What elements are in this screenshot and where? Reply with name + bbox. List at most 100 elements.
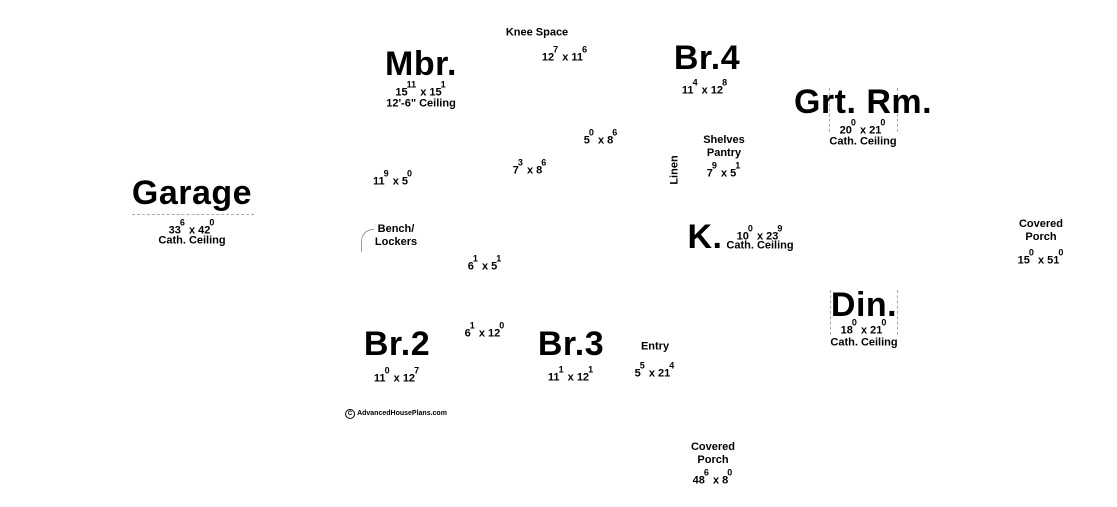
grt-rm-marker xyxy=(829,88,830,132)
room-name-line: Covered xyxy=(690,441,736,453)
dimension-feet: 8 xyxy=(536,164,543,177)
room-name-br2: Br.2 xyxy=(364,326,430,362)
dimension-inches: 0 xyxy=(747,223,753,234)
dimension-feet: 12 xyxy=(576,371,590,384)
dimension-separator: x xyxy=(389,175,402,188)
dimension-inches: 4 xyxy=(669,360,675,371)
dimension-separator: x xyxy=(559,51,572,64)
room-name-line: Br.3 xyxy=(537,325,605,363)
dimension-feet: 11 xyxy=(681,84,694,97)
dimension-feet: 11 xyxy=(373,372,386,385)
dimension-separator: x xyxy=(645,367,659,380)
room-name-mbr: Mbr. xyxy=(385,46,457,82)
dimension-separator: x xyxy=(698,84,711,97)
dimension-feet: 11 xyxy=(372,175,385,188)
room-ceiling-note-grt: Cath. Ceiling xyxy=(829,135,897,148)
dimension-separator: x xyxy=(185,224,199,237)
dimension-inches: 1 xyxy=(735,160,741,171)
copyright-text: AdvancedHousePlans.com xyxy=(357,410,447,417)
dimension-inches: 4 xyxy=(692,77,698,88)
dimension-feet: 23 xyxy=(766,230,779,243)
room-dimensions-entry: 55 x 214 xyxy=(635,361,676,380)
room-dimensions-porch-bottom: 486 x 80 xyxy=(693,468,734,487)
room-dimensions-porch-right: 150 x 510 xyxy=(1018,248,1065,267)
room-name-din: Din. xyxy=(831,287,897,323)
dimension-inches: 9 xyxy=(777,223,783,234)
dimension-inches: 0 xyxy=(881,317,887,328)
dimension-inches: 0 xyxy=(407,168,413,179)
dimension-feet: 12 xyxy=(488,327,501,340)
dimension-inches: 11 xyxy=(406,79,417,90)
room-name-line: Covered xyxy=(1018,218,1064,230)
room-dimensions-pantry: 79 x 51 xyxy=(707,161,742,180)
dimension-inches: 1 xyxy=(472,253,478,264)
dimension-inches: 9 xyxy=(383,168,389,179)
dimension-feet: 48 xyxy=(692,474,705,487)
dimension-feet: 18 xyxy=(840,324,853,337)
room-dimensions-br4: 114 x 128 xyxy=(682,78,728,97)
room-ceiling-note-din: Cath. Ceiling xyxy=(830,336,898,349)
room-name-line: Entry xyxy=(640,340,670,353)
dimension-feet: 21 xyxy=(870,324,883,337)
dimension-feet: 5 xyxy=(491,260,498,273)
dimension-inches: 6 xyxy=(179,217,185,228)
room-ceiling-note-mbr: 12'-6" Ceiling xyxy=(386,97,456,110)
room-name-line: Porch xyxy=(1025,231,1057,243)
dimension-feet: 7 xyxy=(706,167,713,180)
dimension-inches: 1 xyxy=(440,79,446,90)
room-dimensions-laundry: 119 x 50 xyxy=(373,169,413,188)
room-name-br4: Br.4 xyxy=(674,40,740,76)
dimension-inches: 1 xyxy=(496,253,502,264)
dimension-feet: 15 xyxy=(1017,254,1030,267)
dimension-inches: 0 xyxy=(588,127,594,138)
room-dimensions-grt: 200 x 210 xyxy=(840,118,887,137)
dimension-feet: 5 xyxy=(401,175,408,188)
dimension-inches: 1 xyxy=(588,364,594,375)
dimension-inches: 0 xyxy=(1028,247,1034,258)
bench-leader-line xyxy=(361,229,374,252)
dimension-inches: 9 xyxy=(711,160,717,171)
dimension-separator: x xyxy=(753,230,767,243)
dimension-inches: 0 xyxy=(1058,247,1064,258)
dimension-separator: x xyxy=(390,372,403,385)
room-name-line: Br.4 xyxy=(673,39,741,77)
room-name-line: Knee Space xyxy=(505,26,569,39)
dimension-inches: 0 xyxy=(850,117,856,128)
room-name-line: Bench/ xyxy=(377,223,415,235)
room-dimensions-bath2: 73 x 86 xyxy=(513,158,548,177)
dimension-feet: 10 xyxy=(736,230,749,243)
room-name-line: Br.2 xyxy=(363,325,431,363)
dimension-feet: 7 xyxy=(512,164,519,177)
room-dimensions-br3: 111 x 121 xyxy=(548,365,594,384)
room-name-line: Din. xyxy=(830,286,898,324)
dimension-feet: 11 xyxy=(547,371,560,384)
dimension-feet: 20 xyxy=(839,124,852,137)
dimension-inches: 1 xyxy=(469,320,475,331)
dimension-feet: 33 xyxy=(168,224,181,237)
dimension-separator: x xyxy=(857,324,871,337)
room-name-grt: Grt. Rm. xyxy=(794,84,932,120)
din-marker xyxy=(830,290,831,335)
room-dimensions-bath1: 50 x 86 xyxy=(584,128,619,147)
room-name-entry: Entry xyxy=(641,341,669,354)
linen-label: Linen xyxy=(668,155,681,185)
dimension-inches: 6 xyxy=(541,157,547,168)
dimension-separator: x xyxy=(594,134,608,147)
dimension-feet: 6 xyxy=(467,260,474,273)
dimension-inches: 8 xyxy=(722,77,728,88)
dimension-feet: 12 xyxy=(541,51,555,64)
room-dimensions-knee: 127 x 116 xyxy=(542,45,588,64)
room-dimensions-bath3: 61 x 120 xyxy=(465,321,506,340)
room-name-bench: Bench/Lockers xyxy=(375,223,417,249)
room-name-line: Mbr. xyxy=(385,45,457,83)
dimension-feet: 8 xyxy=(607,134,614,147)
dimension-feet: 42 xyxy=(198,224,211,237)
dimension-feet: 5 xyxy=(730,167,737,180)
dimension-separator: x xyxy=(417,86,430,99)
dimension-inches: 0 xyxy=(727,467,733,478)
dimension-separator: x xyxy=(564,371,577,384)
dimension-feet: 15 xyxy=(429,86,442,99)
dimension-inches: 5 xyxy=(639,360,645,371)
